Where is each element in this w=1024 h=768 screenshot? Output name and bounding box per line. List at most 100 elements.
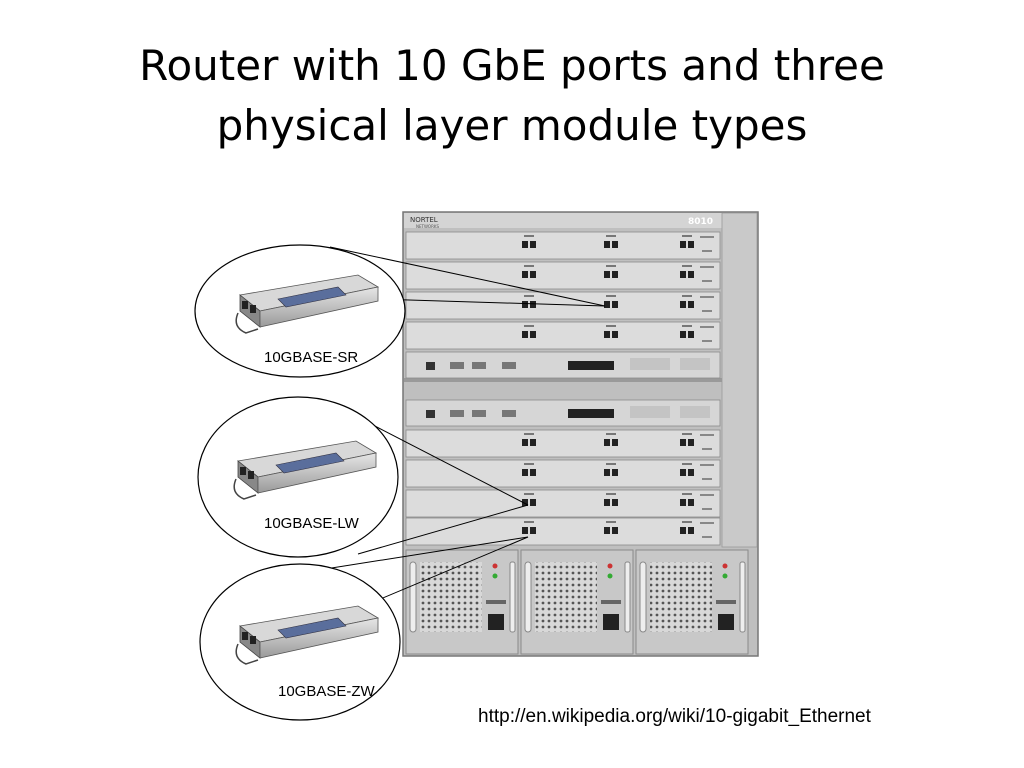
port <box>530 469 536 476</box>
port-label-mark <box>682 325 692 327</box>
port <box>688 331 694 338</box>
xfp-bail <box>235 643 259 665</box>
psu-power-inlet <box>603 614 619 630</box>
port <box>680 271 686 278</box>
port-label-mark <box>606 295 616 297</box>
serial-port <box>450 410 464 417</box>
port <box>604 271 610 278</box>
port <box>530 301 536 308</box>
port <box>680 241 686 248</box>
slide-title-line-2: physical layer module types <box>216 101 808 150</box>
port <box>680 469 686 476</box>
port <box>688 271 694 278</box>
port <box>612 499 618 506</box>
line-card <box>405 261 721 290</box>
module-label-sr: 10GBASE-SR <box>264 349 358 366</box>
psu-handle <box>509 561 516 633</box>
connector-line <box>357 504 529 555</box>
xfp-port <box>250 636 256 644</box>
module-label-lw: 10GBASE-LW <box>264 515 360 532</box>
psu-handle <box>524 561 532 633</box>
router-chassis: NORTEL NETWORKS 8010 <box>402 211 759 657</box>
port <box>688 499 694 506</box>
port <box>604 527 610 534</box>
xfp-port <box>240 467 246 475</box>
port-label-mark <box>682 295 692 297</box>
pcmcia-slot <box>568 361 614 370</box>
port-label-mark <box>682 265 692 267</box>
port <box>522 241 528 248</box>
port-label-mark <box>524 325 534 327</box>
psu-switch <box>601 600 621 604</box>
port <box>612 301 618 308</box>
port-label-mark <box>606 463 616 465</box>
control-label-block <box>680 406 710 418</box>
port <box>688 241 694 248</box>
router-brand-sub: NETWORKS <box>416 224 439 229</box>
line-card <box>405 517 721 546</box>
module-labels: 10GBASE-SR 10GBASE-LW 10GBASE-ZW <box>264 349 376 700</box>
connector-line <box>299 536 529 574</box>
port <box>522 527 528 534</box>
xfp-module <box>235 605 380 665</box>
port <box>688 439 694 446</box>
console-port <box>426 362 435 370</box>
xfp-port <box>242 632 248 640</box>
line-card-slots <box>405 231 721 546</box>
port-label-mark <box>682 521 692 523</box>
psu-handle <box>739 561 746 633</box>
line-card <box>405 459 721 488</box>
xfp-sticker <box>277 617 347 639</box>
psu-handle <box>639 561 647 633</box>
card-label-mark <box>700 266 714 268</box>
psu-power-inlet <box>488 614 504 630</box>
psu-handle <box>624 561 631 633</box>
psu-vent <box>650 562 712 632</box>
port <box>680 499 686 506</box>
port <box>530 499 536 506</box>
serial-port <box>472 362 486 369</box>
port <box>612 469 618 476</box>
psu-led-red <box>722 563 728 569</box>
port-label-mark <box>682 463 692 465</box>
line-card <box>405 231 721 260</box>
port <box>522 331 528 338</box>
xfp-module <box>235 274 380 334</box>
port <box>530 439 536 446</box>
port <box>522 271 528 278</box>
connector-lines <box>299 246 606 601</box>
xfp-bail <box>233 478 257 500</box>
connector-line <box>375 298 606 307</box>
xfp-port <box>248 471 254 479</box>
card-label-mark <box>700 296 714 298</box>
port-label-mark <box>524 463 534 465</box>
psu-led-green <box>607 573 613 579</box>
power-supplies <box>405 549 749 655</box>
port-label-mark <box>606 235 616 237</box>
card-led-mark <box>702 340 712 342</box>
port-label-mark <box>682 493 692 495</box>
port-label-mark <box>524 493 534 495</box>
psu-led-red <box>607 563 613 569</box>
port <box>530 331 536 338</box>
line-card <box>405 429 721 458</box>
psu-switch <box>716 600 736 604</box>
serial-port <box>472 410 486 417</box>
port <box>522 301 528 308</box>
psu-vent <box>420 562 482 632</box>
xfp-port <box>242 301 248 309</box>
card-led-mark <box>702 478 712 480</box>
port <box>688 469 694 476</box>
card-label-mark <box>700 522 714 524</box>
port <box>688 527 694 534</box>
psu-power-inlet <box>718 614 734 630</box>
card-label-mark <box>700 494 714 496</box>
router-model: 8010 <box>688 217 713 227</box>
port-label-mark <box>606 433 616 435</box>
psu-vent <box>535 562 597 632</box>
port <box>604 301 610 308</box>
port <box>522 469 528 476</box>
port <box>604 439 610 446</box>
serial-port <box>502 410 516 417</box>
card-led-mark <box>702 280 712 282</box>
